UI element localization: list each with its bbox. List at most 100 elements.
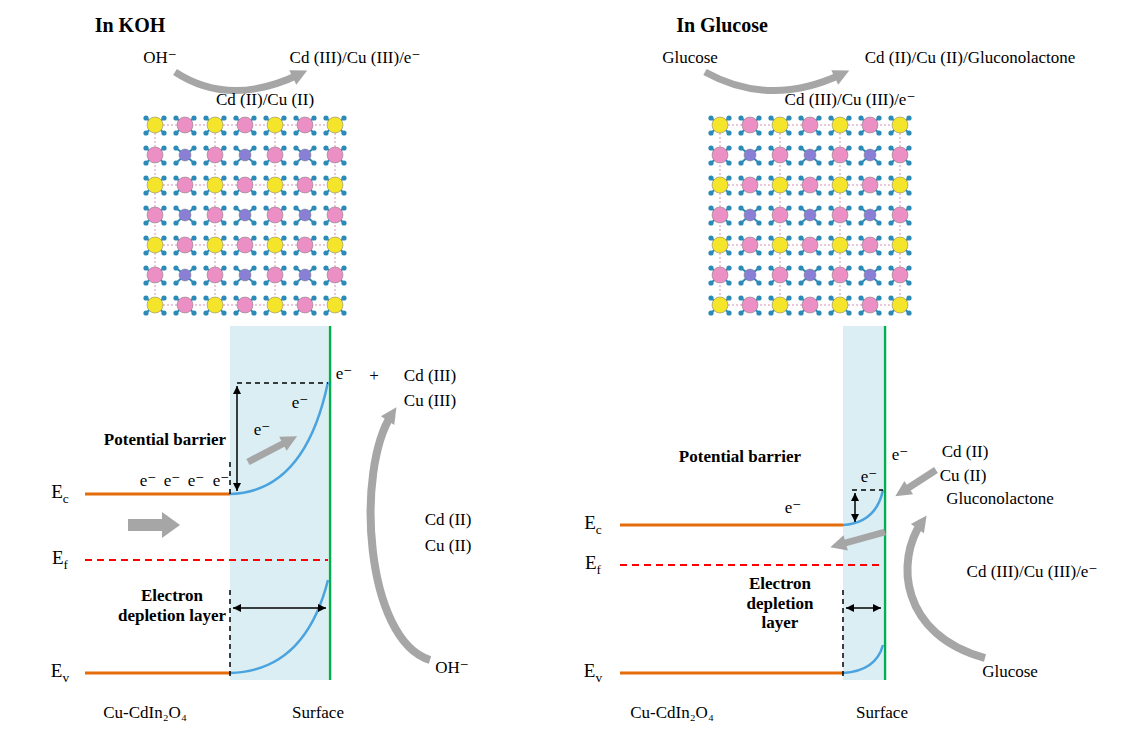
lattice-part bbox=[311, 265, 316, 270]
lattice-part bbox=[173, 190, 178, 195]
lattice-part bbox=[173, 175, 178, 180]
lattice-part bbox=[233, 220, 238, 225]
lattice-part bbox=[263, 235, 268, 240]
lattice-part bbox=[738, 115, 743, 120]
lattice-part bbox=[233, 295, 238, 300]
lattice-part bbox=[203, 115, 208, 120]
lattice-part bbox=[828, 295, 833, 300]
lattice-part bbox=[712, 207, 728, 223]
lattice-part bbox=[798, 250, 803, 255]
lattice-part bbox=[832, 297, 848, 313]
lattice-part bbox=[742, 117, 758, 133]
lattice-part bbox=[143, 145, 148, 150]
lattice-part bbox=[828, 265, 833, 270]
text-label: Cd (III) bbox=[404, 366, 456, 386]
lattice-part bbox=[786, 175, 791, 180]
lattice-part bbox=[738, 175, 743, 180]
lattice-part bbox=[299, 269, 311, 281]
lattice-part bbox=[828, 145, 833, 150]
lattice-part bbox=[173, 145, 178, 150]
lattice-part bbox=[233, 115, 238, 120]
lattice-part bbox=[888, 160, 893, 165]
lattice-part bbox=[798, 280, 803, 285]
lattice-part bbox=[756, 145, 761, 150]
text-label: Cd (III)/Cu (III)/e⁻ bbox=[967, 562, 1098, 582]
lattice-part bbox=[173, 205, 178, 210]
text-label: e⁻ bbox=[292, 393, 309, 413]
lattice-part bbox=[293, 280, 298, 285]
lattice-part bbox=[786, 205, 791, 210]
lattice-part bbox=[251, 280, 256, 285]
lattice-part bbox=[742, 177, 758, 193]
lattice-part bbox=[327, 147, 343, 163]
lattice-part bbox=[738, 295, 743, 300]
lattice-part bbox=[892, 207, 908, 223]
text-label: OH⁻ bbox=[435, 658, 469, 678]
lattice-part bbox=[203, 205, 208, 210]
lattice-part bbox=[191, 190, 196, 195]
lattice-part bbox=[846, 235, 851, 240]
lattice-part bbox=[143, 295, 148, 300]
lattice-part bbox=[846, 175, 851, 180]
lattice-part bbox=[143, 205, 148, 210]
lattice-part bbox=[263, 115, 268, 120]
lattice-part bbox=[768, 250, 773, 255]
lattice-part bbox=[892, 297, 908, 313]
lattice-part bbox=[768, 280, 773, 285]
lattice-part bbox=[786, 115, 791, 120]
depletion-region bbox=[230, 326, 328, 680]
lattice-part bbox=[802, 297, 818, 313]
lattice-part bbox=[756, 115, 761, 120]
lattice-part bbox=[221, 295, 226, 300]
lattice-part bbox=[816, 160, 821, 165]
lattice-part bbox=[768, 310, 773, 315]
lattice-part bbox=[191, 265, 196, 270]
lattice-part bbox=[888, 205, 893, 210]
text-label: e⁻ bbox=[892, 445, 909, 465]
barrier-arrow bbox=[854, 493, 856, 522]
lattice-part bbox=[323, 280, 328, 285]
lattice-part bbox=[161, 295, 166, 300]
lattice-part bbox=[221, 310, 226, 315]
lattice-part bbox=[756, 175, 761, 180]
lattice-part bbox=[772, 207, 788, 223]
lattice-part bbox=[203, 280, 208, 285]
lattice-part bbox=[876, 235, 881, 240]
lattice-part bbox=[267, 267, 283, 283]
lattice-part bbox=[161, 310, 166, 315]
lattice-part bbox=[708, 250, 713, 255]
lattice-part bbox=[772, 117, 788, 133]
lattice-part bbox=[858, 250, 863, 255]
lattice-part bbox=[738, 235, 743, 240]
lattice-part bbox=[263, 190, 268, 195]
lattice-part bbox=[173, 265, 178, 270]
lattice-part bbox=[888, 145, 893, 150]
band-bending bbox=[843, 490, 883, 525]
lattice-part bbox=[173, 310, 178, 315]
lattice-part bbox=[726, 205, 731, 210]
lattice-part bbox=[858, 130, 863, 135]
lattice-part bbox=[708, 235, 713, 240]
lattice-part bbox=[207, 297, 223, 313]
lattice-part bbox=[876, 145, 881, 150]
lattice-part bbox=[816, 295, 821, 300]
lattice-part bbox=[756, 310, 761, 315]
lattice-part bbox=[846, 220, 851, 225]
lattice-part bbox=[203, 160, 208, 165]
lattice-part bbox=[161, 145, 166, 150]
lattice-part bbox=[726, 280, 731, 285]
heading-label: Potential barrier bbox=[104, 430, 226, 450]
dashed-guide bbox=[229, 590, 231, 680]
dashed-guide bbox=[237, 382, 328, 384]
lattice-part bbox=[251, 220, 256, 225]
lattice-part bbox=[768, 160, 773, 165]
lattice-part bbox=[251, 190, 256, 195]
lattice-part bbox=[281, 220, 286, 225]
lattice-part bbox=[237, 117, 253, 133]
lattice-part bbox=[221, 205, 226, 210]
lattice-part bbox=[293, 310, 298, 315]
lattice-part bbox=[888, 190, 893, 195]
lattice-part bbox=[221, 175, 226, 180]
lattice-part bbox=[708, 190, 713, 195]
